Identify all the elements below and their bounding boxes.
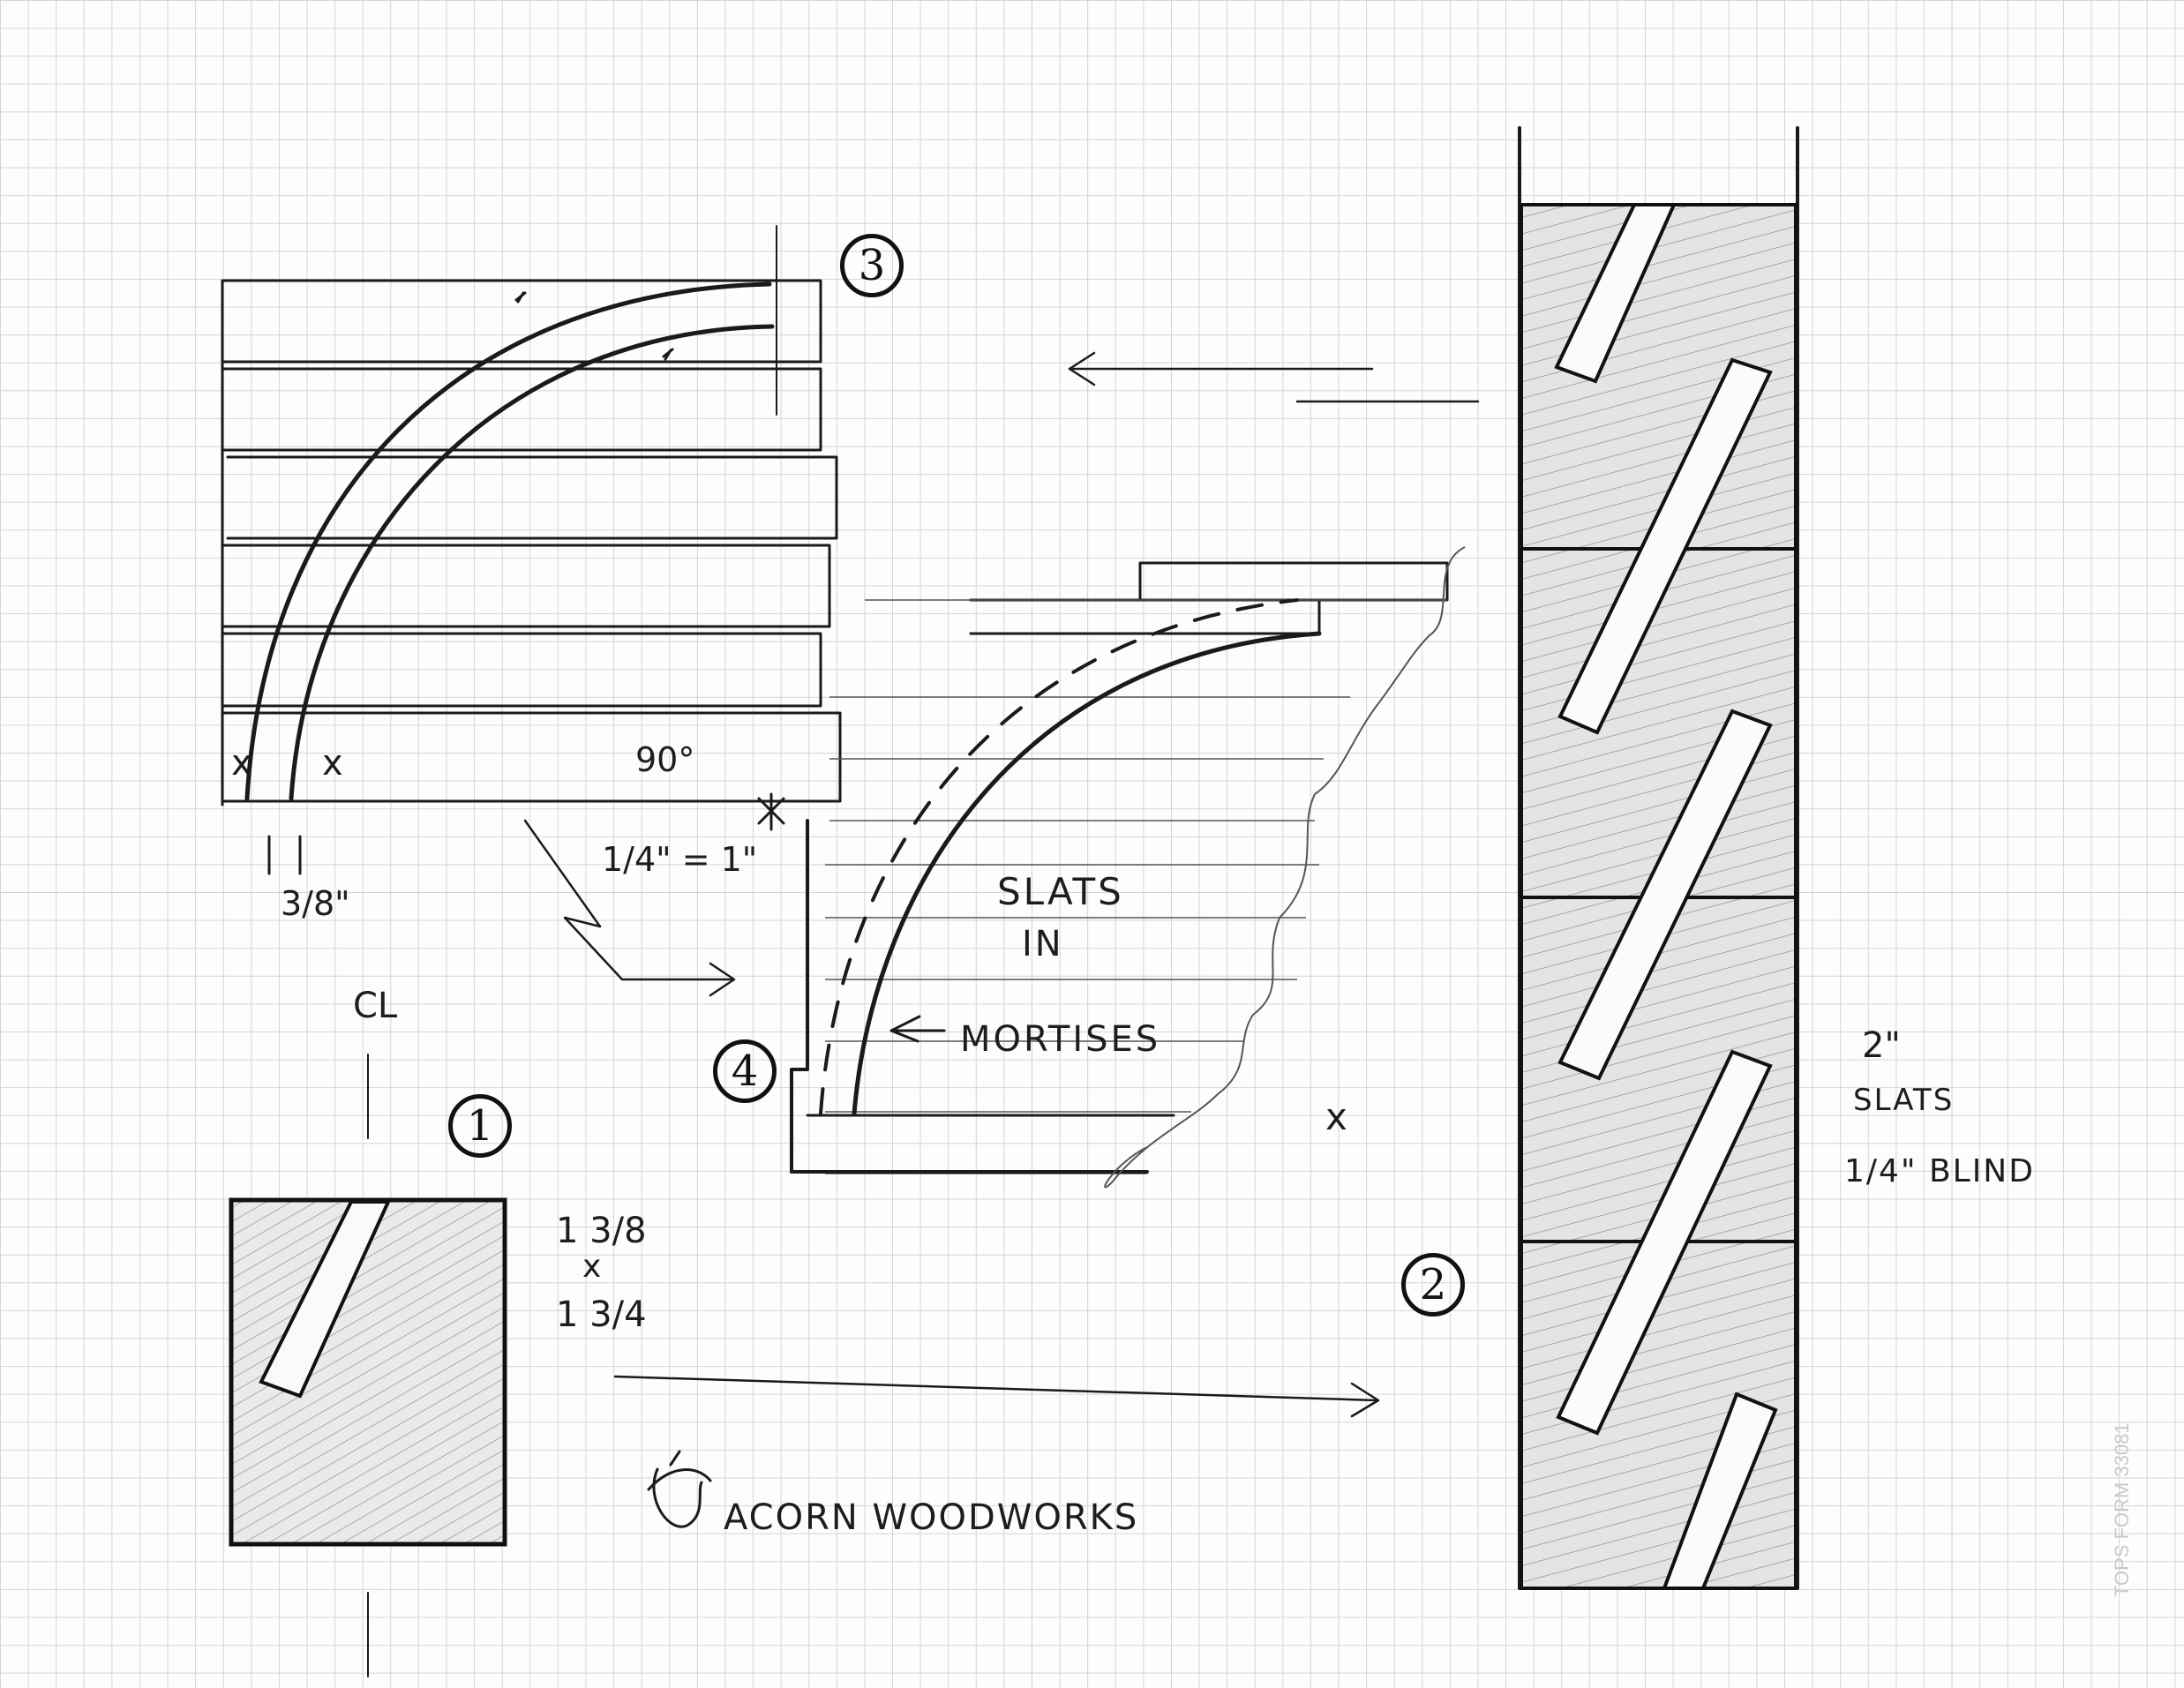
slat-stack-elevation	[221, 225, 842, 806]
brand-signature: ACORN WOODWORKS	[724, 1497, 1139, 1538]
star-mark-icon	[757, 792, 785, 831]
view-2-number: 2	[1419, 1260, 1447, 1309]
in-label: IN	[1022, 924, 1064, 964]
tick-mark	[662, 348, 674, 361]
section-size-bottom: 1 3/4	[556, 1294, 647, 1335]
arch-outer-curve	[244, 281, 772, 801]
view-1-number: 1	[466, 1101, 494, 1151]
blind-mortise-label: 1/4" BLIND	[1844, 1153, 2035, 1189]
section-1-mortise	[259, 1200, 392, 1399]
view-4-number: 4	[731, 1047, 759, 1096]
slats-note-label: SLATS	[1853, 1083, 1955, 1118]
angle-label: 90°	[635, 740, 695, 779]
view-3-marker: 3	[840, 234, 904, 297]
slat-gap-label: 3/8"	[281, 884, 350, 923]
form-number: TOPS FORM 33081	[2111, 1422, 2133, 1597]
x-mark-mid: x	[322, 743, 343, 784]
scale-label: 1/4" = 1"	[602, 840, 758, 879]
mortises-label: MORTISES	[960, 1019, 1161, 1060]
x-mark-left: x	[231, 743, 252, 784]
view-4-marker: 4	[713, 1039, 777, 1103]
tick-mark	[514, 291, 527, 304]
view-3-number: 3	[858, 241, 886, 290]
arrow-to-view-2	[613, 1375, 1380, 1418]
arch-inner-curve	[289, 324, 775, 801]
slat-size-label: 2"	[1862, 1025, 1901, 1066]
x-mark-lone: x	[1325, 1095, 1347, 1138]
section-size-top: 1 3/8	[556, 1211, 647, 1251]
slats-label: SLATS	[997, 870, 1124, 913]
joint-detail	[757, 546, 1466, 1189]
slatted-panel	[1520, 203, 1797, 1590]
arrow-to-view-3	[1068, 351, 1480, 403]
view-2-marker: 2	[1401, 1253, 1465, 1317]
arrow-to-view-4	[523, 819, 736, 997]
centerline-label: CL	[353, 986, 398, 1026]
view-1-marker: 1	[448, 1094, 512, 1158]
acorn-logo-icon	[647, 1450, 712, 1528]
section-size-x: x	[582, 1249, 602, 1285]
